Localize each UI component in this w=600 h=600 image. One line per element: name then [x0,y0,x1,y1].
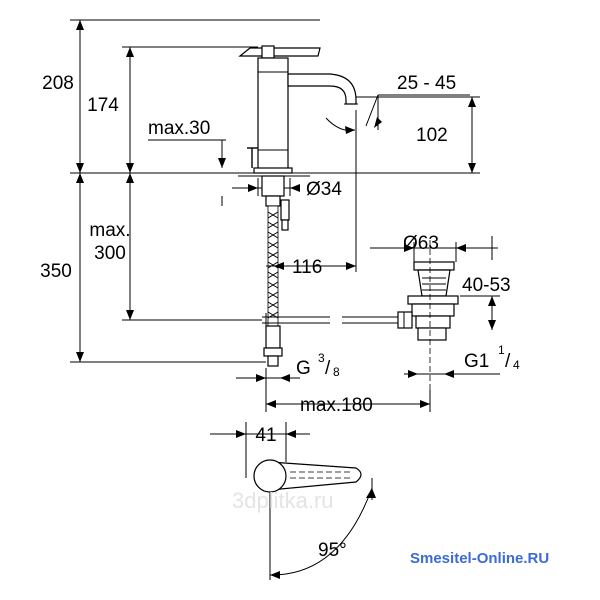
label-max180: max.180 [300,395,373,416]
label-208: 208 [42,73,74,94]
label-max30: max.30 [148,118,210,139]
label-g38-base: G [296,358,311,379]
popup-rod [262,313,400,327]
label-angle-25-45: 25 - 45 [397,73,456,94]
dim-174-line [126,47,134,173]
brand-link[interactable]: Smesitel-Online.RU [410,550,549,567]
label-g114-sup: 1 [498,343,505,357]
dim-g38-line [236,374,300,382]
dim-40-53-line [460,295,500,330]
label-g114-sub: 4 [513,358,520,372]
label-g38-sup: 3 [318,351,325,365]
supply-hose [263,205,283,367]
faucet-body [238,45,358,177]
label-g114-base: G1 [464,351,489,372]
top-view [210,422,376,580]
dim-angle-25-45 [325,94,470,134]
waste-drain [397,261,459,341]
dim-diameter-63-line [370,236,498,262]
dim-102-line [468,97,476,173]
label-174: 174 [87,95,119,116]
dim-208-line [76,20,84,173]
dim-max30-line [148,139,226,168]
label-300: 300 [94,243,126,264]
watermark: 3dplitka.ru [232,488,334,513]
dim-116-line [266,110,357,272]
dim-max180-line [265,368,431,412]
label-diameter-34: Ø34 [306,179,342,200]
label-max: max. [89,220,130,241]
label-g38-sub: 8 [333,365,340,379]
label-g38: G 3 / 8 [296,351,340,379]
label-g114-slash: / [505,351,511,372]
dim-300-line [126,173,134,320]
mounting-shank [261,175,290,231]
dim-g114-line [404,370,500,378]
label-diameter-63: Ø63 [403,233,439,254]
label-40-53: 40-53 [462,275,511,296]
label-95-degrees: 95° [318,540,347,561]
label-g38-slash: / [325,358,331,379]
label-g114: G1 1 / 4 [464,343,520,372]
label-116: 116 [292,257,322,278]
dim-350-line [76,173,84,362]
label-41: 41 [255,425,276,446]
label-102: 102 [416,125,448,146]
label-350: 350 [40,261,72,282]
